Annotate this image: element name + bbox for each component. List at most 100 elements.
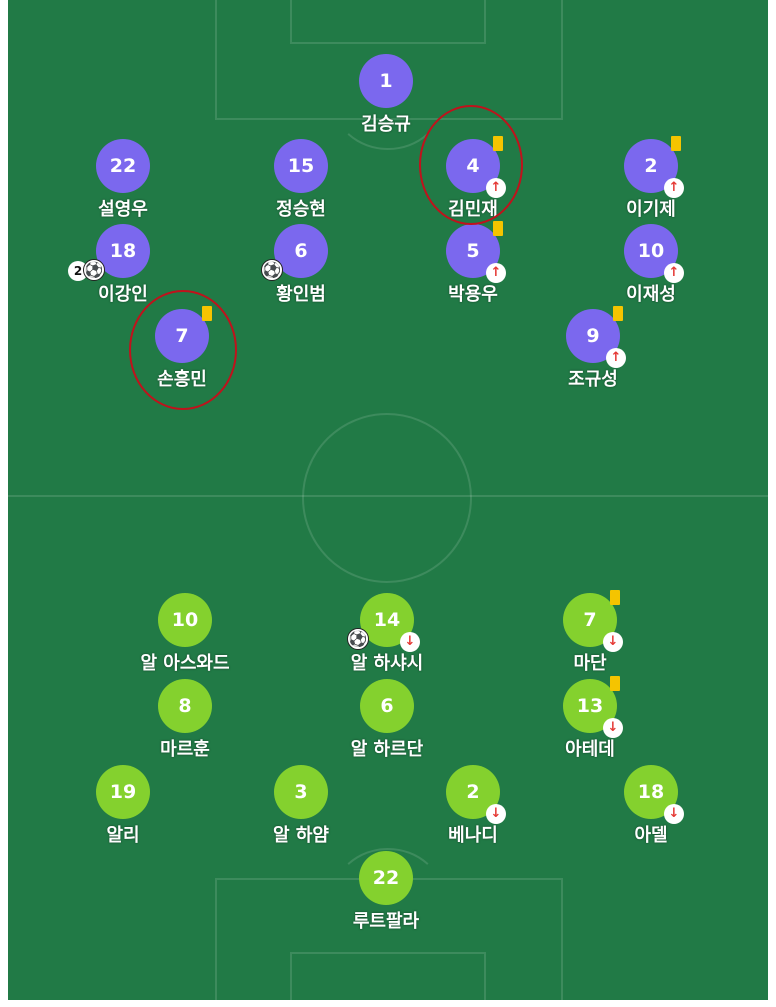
home-player-6[interactable]: 18 2 ⚽ 이강인 <box>63 224 183 306</box>
down-arrow-icon: ↓ <box>400 632 420 652</box>
player-number-badge: 1 <box>359 54 413 108</box>
down-arrow-icon: ↓ <box>603 632 623 652</box>
player-name: 박용우 <box>448 284 498 305</box>
player-number: 22 <box>372 867 400 889</box>
ball-icon: ⚽ <box>83 259 105 281</box>
player-number-badge: 7 ↓ <box>563 590 623 652</box>
player-number-badge: 5 ↑ <box>446 221 506 283</box>
player-number: 13 <box>576 695 604 717</box>
home-player-9[interactable]: 10 ↑ 이재성 <box>591 224 711 306</box>
player-number-badge: 6 <box>360 679 414 733</box>
ball-icon: ⚽ <box>261 259 283 281</box>
ball-icon: ⚽ <box>347 628 369 650</box>
home-player-11[interactable]: 9 ↑ 조규성 <box>533 306 653 391</box>
player-name: 이재성 <box>626 284 676 305</box>
home-player-8[interactable]: 5 ↑ 박용우 <box>413 221 533 306</box>
yellow-card-icon <box>493 221 503 236</box>
player-name: 아델 <box>634 825 668 846</box>
player-number: 8 <box>178 695 192 717</box>
player-name: 황인범 <box>276 284 326 305</box>
player-number: 22 <box>109 155 137 177</box>
player-number-badge: 18 2 ⚽ <box>68 224 150 281</box>
player-number: 5 <box>466 240 480 262</box>
player-number: 6 <box>294 240 308 262</box>
away-player-3[interactable]: 7 ↓ 마단 <box>530 590 650 675</box>
player-name: 베나디 <box>448 825 498 846</box>
yellow-card-icon <box>671 136 681 151</box>
player-name: 알 하얌 <box>273 825 329 846</box>
player-name: 설영우 <box>98 199 148 220</box>
away-player-5[interactable]: 6 알 하르단 <box>327 679 447 761</box>
player-number: 18 <box>637 781 665 803</box>
player-number-badge: 3 <box>274 765 328 819</box>
highlight-circle <box>129 290 237 410</box>
home-player-3[interactable]: 15 정승현 <box>241 139 361 221</box>
player-name: 알 하샤시 <box>350 653 424 674</box>
up-arrow-icon: ↑ <box>664 178 684 198</box>
away-player-4[interactable]: 8 마르훈 <box>125 679 245 761</box>
player-number: 15 <box>287 155 315 177</box>
player-number: 7 <box>583 609 597 631</box>
yellow-card-icon <box>610 676 620 691</box>
bottom-penalty-arc <box>332 848 444 948</box>
player-number-badge: 8 <box>158 679 212 733</box>
player-name: 루트팔라 <box>352 911 420 932</box>
player-name: 조규성 <box>568 369 618 390</box>
away-player-1[interactable]: 10 알 아스와드 <box>125 593 245 675</box>
player-number-badge: 13 ↓ <box>563 676 623 738</box>
player-number: 2 <box>644 155 658 177</box>
player-name: 알 아스와드 <box>140 653 230 674</box>
player-name: 정승현 <box>276 199 326 220</box>
away-player-9[interactable]: 2 ↓ 베나디 <box>413 765 533 847</box>
player-name: 알 하르단 <box>350 739 424 760</box>
home-player-5[interactable]: 2 ↑ 이기제 <box>591 136 711 221</box>
player-number: 2 <box>466 781 480 803</box>
away-player-11[interactable]: 22 루트팔라 <box>326 851 446 933</box>
player-number: 14 <box>373 609 401 631</box>
away-player-7[interactable]: 19 알리 <box>63 765 183 847</box>
player-number-badge: 10 <box>158 593 212 647</box>
player-number-badge: 6 ⚽ <box>261 224 328 281</box>
player-number-badge: 10 ↑ <box>624 224 684 283</box>
center-circle <box>302 413 472 583</box>
player-number-badge: 22 <box>359 851 413 905</box>
down-arrow-icon: ↓ <box>486 804 506 824</box>
top-goal-box <box>290 0 486 44</box>
down-arrow-icon: ↓ <box>664 804 684 824</box>
away-player-10[interactable]: 18 ↓ 아델 <box>591 765 711 847</box>
up-arrow-icon: ↑ <box>606 348 626 368</box>
player-number: 10 <box>171 609 199 631</box>
player-name: 알리 <box>106 825 140 846</box>
player-number-badge: 18 ↓ <box>624 765 684 824</box>
player-number: 10 <box>637 240 665 262</box>
up-arrow-icon: ↑ <box>664 263 684 283</box>
pitch: 1 김승규 22 설영우 15 정승현 4 ↑ 김민재 2 ↑ 이기제 18 2… <box>8 0 768 1000</box>
player-number: 18 <box>109 240 137 262</box>
yellow-card-icon <box>610 590 620 605</box>
home-player-7[interactable]: 6 ⚽ 황인범 <box>241 224 361 306</box>
player-number: 19 <box>109 781 137 803</box>
highlight-circle <box>419 105 523 225</box>
player-number-badge: 14 ⚽ ↓ <box>347 593 420 652</box>
player-number: 3 <box>294 781 308 803</box>
player-number-badge: 2 ↑ <box>624 136 684 198</box>
up-arrow-icon: ↑ <box>486 263 506 283</box>
player-number-badge: 22 <box>96 139 150 193</box>
player-number-badge: 2 ↓ <box>446 765 506 824</box>
player-name: 마르훈 <box>160 739 210 760</box>
down-arrow-icon: ↓ <box>603 718 623 738</box>
player-number: 1 <box>379 70 393 92</box>
player-number: 9 <box>586 325 600 347</box>
home-player-1[interactable]: 1 김승규 <box>326 54 446 136</box>
away-player-6[interactable]: 13 ↓ 아테데 <box>530 676 650 761</box>
player-name: 이강인 <box>98 284 148 305</box>
player-name: 마단 <box>573 653 607 674</box>
yellow-card-icon <box>613 306 623 321</box>
player-number: 6 <box>380 695 394 717</box>
player-name: 아테데 <box>565 739 615 760</box>
home-player-2[interactable]: 22 설영우 <box>63 139 183 221</box>
player-name: 이기제 <box>626 199 676 220</box>
away-player-2[interactable]: 14 ⚽ ↓ 알 하샤시 <box>327 593 447 675</box>
away-player-8[interactable]: 3 알 하얌 <box>241 765 361 847</box>
player-number-badge: 9 ↑ <box>566 306 626 368</box>
